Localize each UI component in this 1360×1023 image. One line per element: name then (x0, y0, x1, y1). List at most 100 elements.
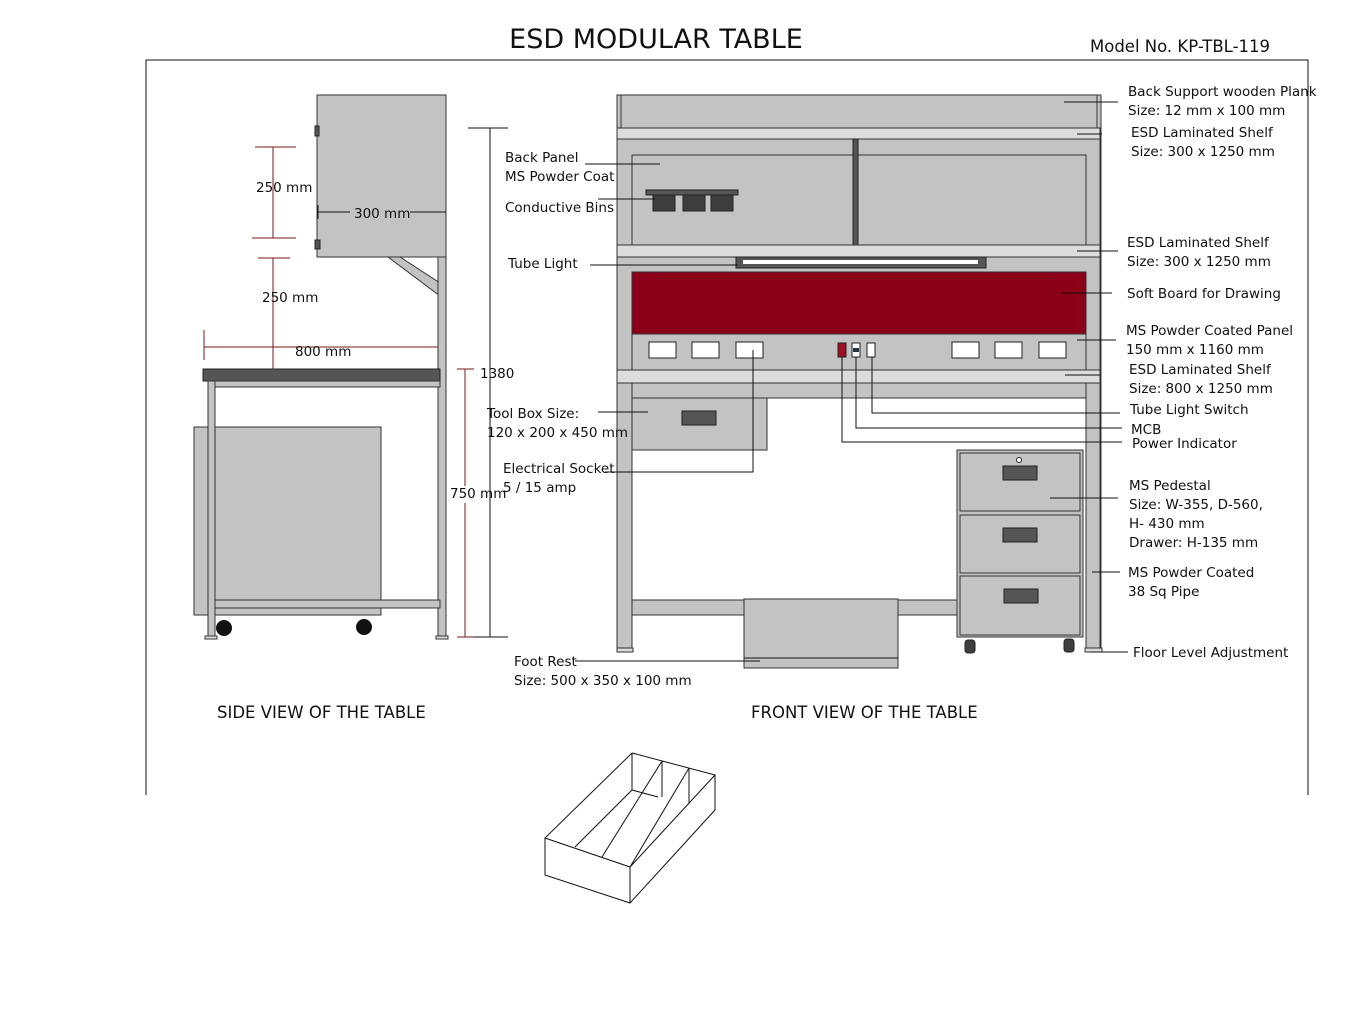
side-top-rail (207, 380, 441, 388)
label-plank: Back Support wooden Plank (1128, 84, 1317, 100)
level-adjuster (1084, 647, 1103, 653)
dim-1380 (468, 127, 508, 638)
label-socket: 5 / 15 amp (503, 480, 576, 496)
electrical-socket (735, 341, 764, 359)
dim-300 (317, 205, 446, 219)
conductive-bin (710, 194, 734, 212)
center-divider (852, 138, 859, 246)
side-rear-post (437, 256, 447, 639)
dim-label: 250 mm (256, 180, 312, 196)
side-cabinet (316, 94, 447, 258)
conductive-bin (682, 194, 706, 212)
label-tool-box: 120 x 200 x 450 mm (487, 425, 628, 441)
power-indicator (837, 342, 847, 358)
label-panel: 150 mm x 1160 mm (1126, 342, 1264, 358)
side-cabinet-latch (314, 125, 320, 137)
pedestal-caster (1063, 638, 1075, 653)
label-conductive-bins: Conductive Bins (505, 200, 614, 216)
side-view: 250 mm 300 mm 250 mm 800 mm 1380 750 mm … (193, 94, 514, 722)
side-view-caption: SIDE VIEW OF THE TABLE (217, 703, 426, 722)
pedestal-drawer (959, 575, 1081, 636)
label-back-panel: Back Panel (505, 150, 579, 166)
dim-label: 300 mm (354, 206, 410, 222)
dim-label: 800 mm (295, 344, 351, 360)
label-mcb: MCB (1131, 422, 1161, 438)
label-shelf: Size: 300 x 1250 mm (1127, 254, 1271, 270)
label-foot-rest: Foot Rest (514, 654, 577, 670)
label-socket: Electrical Socket (503, 461, 615, 477)
work-shelf (616, 369, 1101, 384)
dim-800 (203, 330, 438, 360)
tool-box-handle (681, 410, 717, 426)
label-indicator: Power Indicator (1132, 436, 1237, 452)
label-soft-board: Soft Board for Drawing (1127, 286, 1281, 302)
label-pedestal: MS Pedestal (1129, 478, 1211, 494)
pedestal-caster (964, 639, 976, 654)
tray-outline (544, 752, 716, 904)
electrical-socket (1038, 341, 1067, 359)
dim-label: 750 mm (450, 486, 506, 502)
middle-shelf (616, 244, 1101, 258)
caster-wheel (356, 619, 372, 635)
label-shelf: Size: 800 x 1250 mm (1129, 381, 1273, 397)
divided-tray-sketch (544, 752, 716, 904)
conductive-bin (652, 194, 676, 212)
pedestal-drawer (959, 452, 1081, 512)
label-plank: Size: 12 mm x 100 mm (1128, 103, 1285, 119)
label-floor-adjust: Floor Level Adjustment (1133, 645, 1288, 661)
electrical-sockets (648, 341, 1067, 359)
label-shelf: ESD Laminated Shelf (1131, 125, 1274, 141)
bin-rail (645, 189, 739, 196)
label-pedestal: H- 430 mm (1129, 516, 1205, 532)
side-pedestal (193, 426, 382, 616)
soft-board (631, 271, 1087, 335)
front-right-leg (1085, 382, 1101, 649)
drawer-handle (1002, 465, 1038, 481)
tube-light-switch (866, 342, 876, 358)
dim-vertical-250 (252, 146, 296, 369)
level-adjuster (616, 647, 634, 653)
back-panel-right (857, 154, 1087, 246)
dim-label: 1380 (480, 366, 514, 382)
back-support-plank (616, 94, 1101, 129)
dim-label: 250 mm (262, 290, 318, 306)
label-switch: Tube Light Switch (1129, 402, 1249, 418)
front-view-caption: FRONT VIEW OF THE TABLE (751, 703, 978, 722)
side-cabinet-latch (314, 239, 321, 250)
label-pipe: 38 Sq Pipe (1128, 584, 1199, 600)
top-shelf (616, 127, 1101, 140)
leader-lines (575, 101, 1128, 662)
label-pedestal: Size: W-355, D-560, (1129, 497, 1263, 513)
dim-750 (457, 368, 474, 638)
pedestal-drawer (959, 514, 1081, 574)
foot-plate (435, 635, 449, 640)
model-number: Model No. KP-TBL-119 (1090, 37, 1270, 56)
mcb-toggle (853, 348, 859, 352)
drawer-handle (1003, 588, 1039, 604)
drawing-border (145, 59, 1309, 795)
label-pipe: MS Powder Coated (1128, 565, 1254, 581)
label-back-panel: MS Powder Coat (505, 169, 614, 185)
side-front-leg (207, 380, 216, 639)
front-left-leg (616, 382, 633, 649)
caster-wheel (216, 620, 232, 636)
side-bottom-rail (214, 599, 441, 609)
label-panel: MS Powder Coated Panel (1126, 323, 1293, 339)
foot-rest (743, 598, 899, 669)
label-foot-rest: Size: 500 x 350 x 100 mm (514, 673, 692, 689)
front-view: Back Panel MS Powder Coat Conductive Bin… (486, 84, 1317, 722)
label-shelf: ESD Laminated Shelf (1129, 362, 1272, 378)
label-shelf: ESD Laminated Shelf (1127, 235, 1270, 251)
label-shelf: Size: 300 x 1250 mm (1131, 144, 1275, 160)
label-tool-box: Tool Box Size: (486, 406, 579, 422)
side-tabletop (202, 368, 441, 382)
drawing-title: ESD MODULAR TABLE (509, 24, 803, 55)
foot-plate (204, 635, 218, 640)
under-rail (616, 382, 1101, 399)
electrical-socket (648, 341, 677, 359)
drawer-handle (1002, 527, 1038, 543)
label-tube-light: Tube Light (507, 256, 578, 272)
tube-light (743, 260, 978, 264)
lock-icon (1016, 457, 1022, 463)
